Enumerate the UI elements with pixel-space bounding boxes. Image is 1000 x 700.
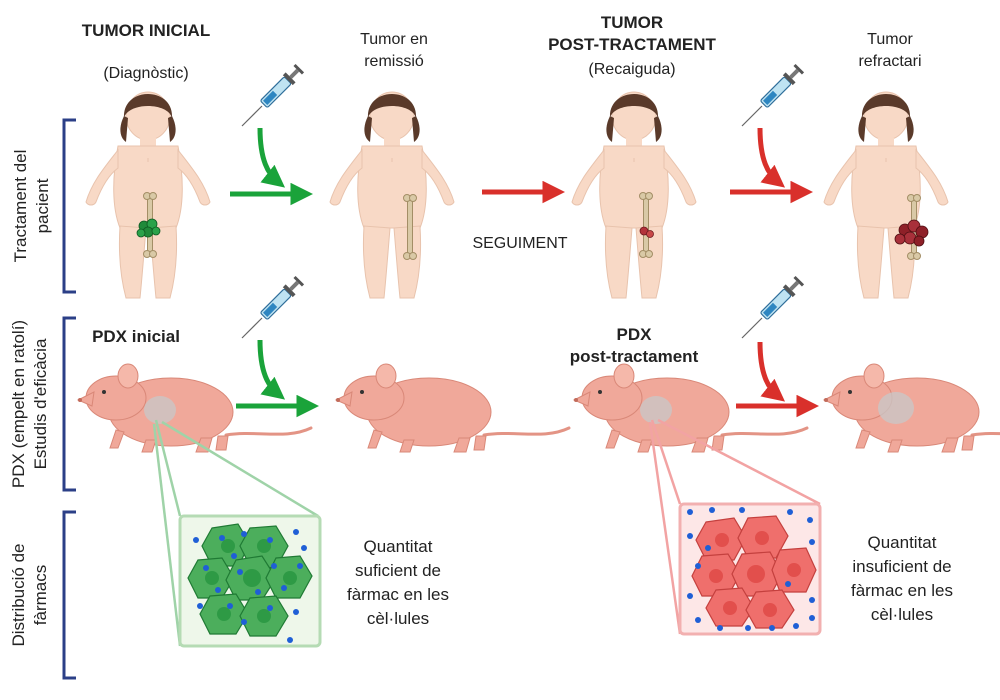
xenograft-tumor-icon [640,396,672,424]
pdx-treatment-arrow-green [257,339,286,400]
treatment-bend-arrow-red [757,127,786,188]
col2-line2: remissió [364,53,424,70]
sufficient-line3: fàrmac en les [347,585,449,604]
row-drug-line1: Distribució de [9,544,28,647]
row-patient-line1: Tractament del [11,150,30,263]
row-pdx-line1: PDX (empelt en ratolí) [9,320,28,488]
bracket-pdx [62,316,76,492]
col3-subtitle: (Recaiguda) [588,61,675,78]
sufficient-line4: cèl·lules [367,609,429,628]
syringe-icon [741,275,805,339]
insufficient-line1: Quantitat [868,533,937,552]
drug-dots-sufficient [193,529,307,643]
xenograft-tumor-icon [878,392,914,424]
row-patient-line2: pacient [33,178,52,233]
col4-line2: refractari [858,53,921,70]
insufficient-line3: fàrmac en les [851,581,953,600]
bracket-patient [62,118,76,294]
pdx-treatment-arrow-red [757,341,786,402]
col4-line1: Tumor [867,31,913,48]
xenograft-tumor-icon [144,396,176,424]
cell-cluster-icon [691,515,817,629]
row-pdx-line2: Estudis d'eficàcia [31,338,50,469]
insufficient-line4: cèl·lules [871,605,933,624]
child-figure-icon [329,91,455,299]
syringe-icon [241,63,305,127]
child-figure-icon [571,91,697,299]
col1-subtitle: (Diagnòstic) [103,65,188,82]
sufficient-line2: suficient de [355,561,441,580]
bracket-drug [62,510,76,680]
pdx-initial-label: PDX inicial [92,327,180,346]
child-figure-icon [823,91,949,299]
insufficient-line2: insuficient de [852,557,951,576]
col3-line2: POST-TRACTAMENT [548,35,716,54]
col3-line1: TUMOR [601,13,663,32]
zoom-lines-green [152,419,319,647]
treatment-bend-arrow-green [257,127,286,188]
tumor-icon [894,219,929,247]
tumor-icon [136,218,161,238]
zoom-lines-red [648,418,821,635]
syringe-icon [241,275,305,339]
syringe-icon [741,63,805,127]
cell-cluster-icon [187,523,313,637]
seguiment-label: SEGUIMENT [472,235,567,252]
pdx-post-line2: post-tractament [570,347,699,366]
pdx-post-line1: PDX [617,325,653,344]
tumor-icon [639,226,654,238]
row-drug-line2: fàrmacs [31,565,50,625]
col2-line1: Tumor en [360,31,428,48]
mouse-icon [334,362,571,454]
sufficient-line1: Quantitat [364,537,433,556]
drug-dots-insufficient [687,507,815,631]
col1-title: TUMOR INICIAL [82,21,210,40]
